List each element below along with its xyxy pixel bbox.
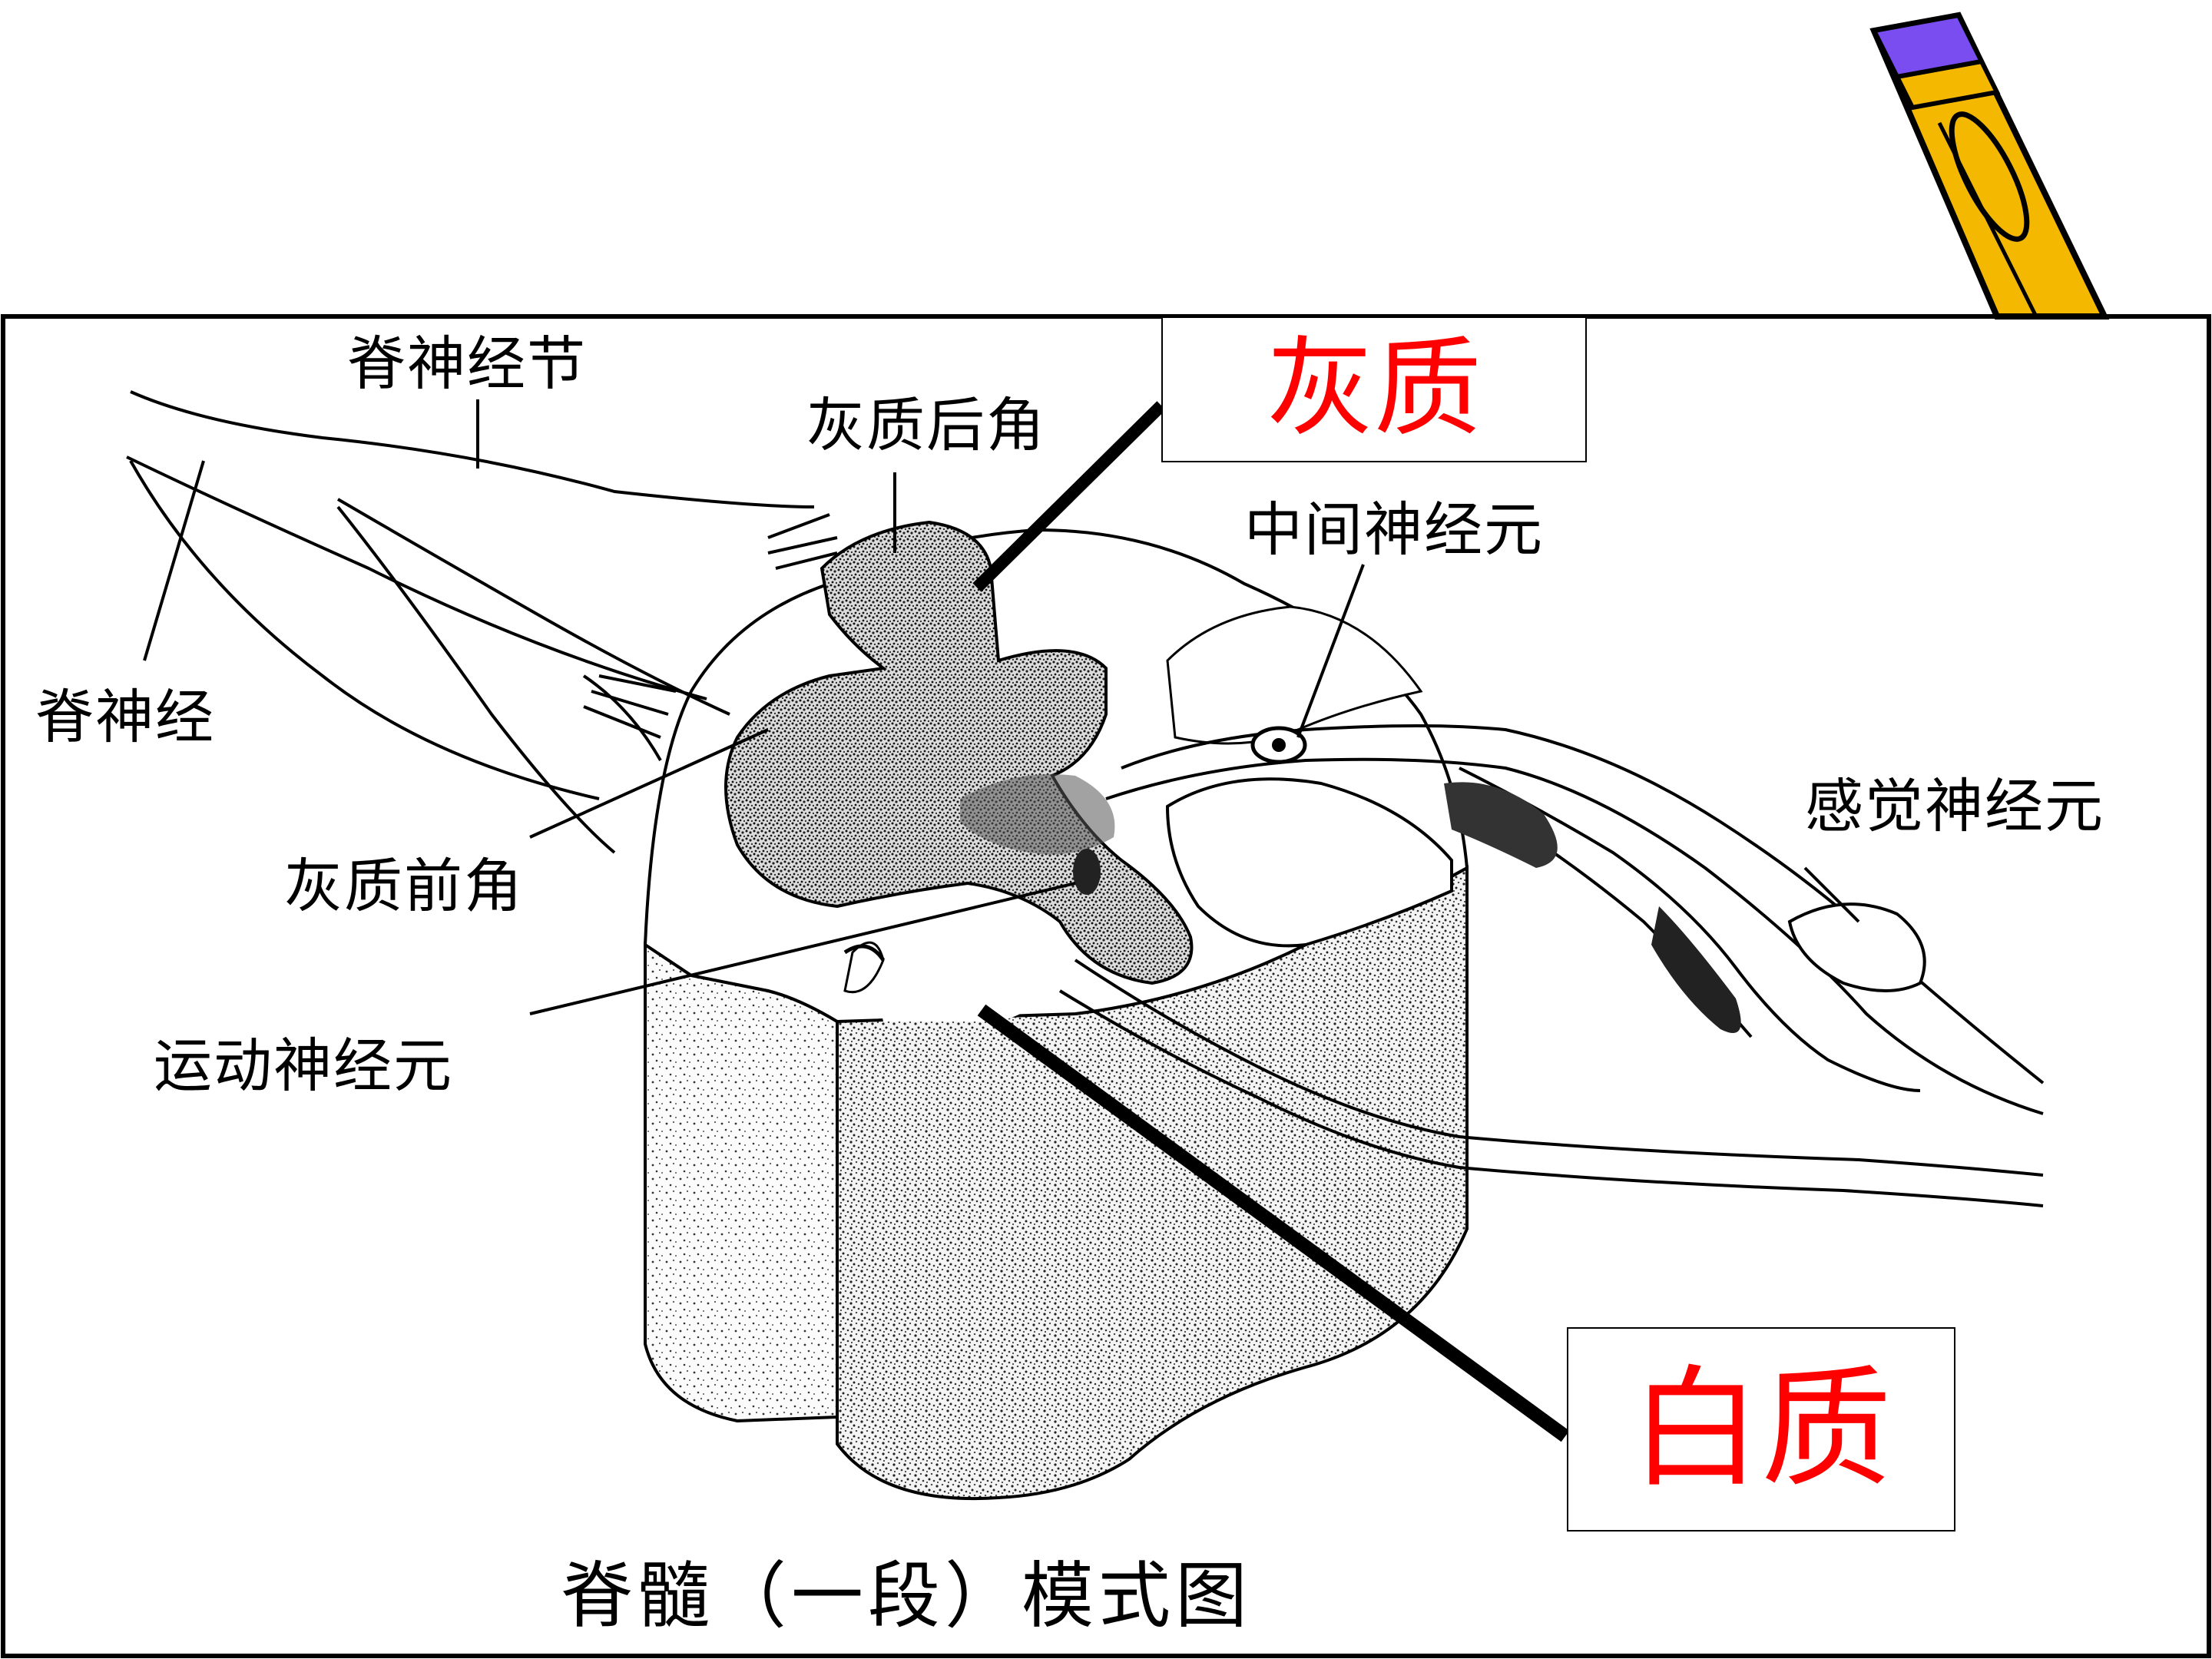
white-matter-callout: 白质 — [1567, 1327, 1955, 1532]
white-matter-pointer — [977, 1004, 1570, 1442]
label-leaders — [143, 399, 1860, 1015]
label-dorsal-horn: 灰质后角 — [806, 391, 1046, 459]
gray-matter-callout-text: 灰质 — [1266, 326, 1482, 452]
label-sensory-neuron: 感觉神经元 — [1805, 772, 2104, 840]
label-motor-neuron: 运动神经元 — [154, 1031, 453, 1100]
label-spinal-ganglion: 脊神经节 — [347, 329, 587, 398]
gray-matter-pointer — [972, 401, 1166, 592]
gray-matter-callout: 灰质 — [1161, 316, 1587, 462]
label-spinal-nerve: 脊神经 — [35, 683, 215, 751]
diagram-caption: 脊髓（一段）模式图 — [561, 1555, 1253, 1638]
white-matter-callout-text: 白质 — [1630, 1353, 1892, 1505]
ganglion-cells — [843, 726, 1741, 1033]
label-interneuron: 中间神经元 — [1244, 495, 1544, 564]
label-ventral-horn: 灰质前角 — [284, 852, 524, 920]
pencil-icon — [1869, 12, 2110, 320]
